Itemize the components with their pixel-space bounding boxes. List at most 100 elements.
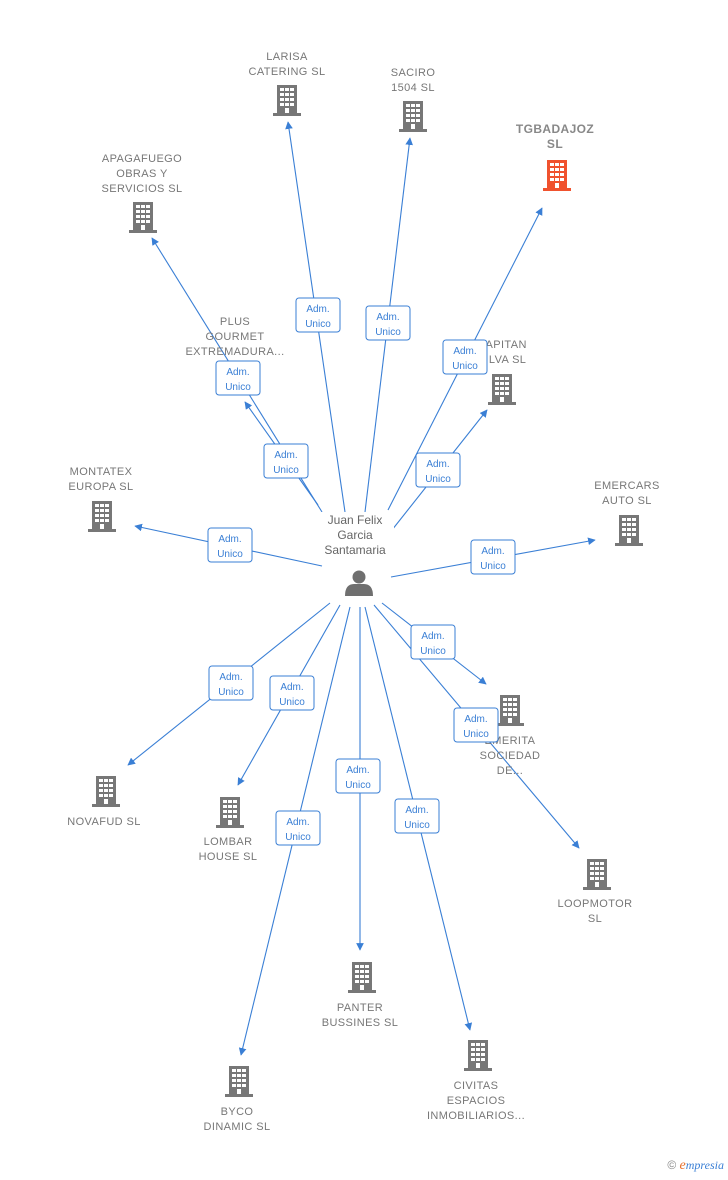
company-node-panter[interactable]: PANTER BUSSINES SL	[322, 962, 399, 1029]
building-icon[interactable]	[583, 859, 611, 890]
company-name-panter[interactable]: PANTER BUSSINES SL	[322, 1002, 399, 1029]
role-badge-loopmotor[interactable]: Adm.Unico	[453, 707, 499, 743]
brand-logo-first[interactable]: e	[679, 1158, 686, 1173]
role-badge-tgbadajoz[interactable]: Adm.Unico	[442, 339, 488, 375]
company-name-line: DINAMIC SL	[204, 1121, 271, 1133]
role-badge-text: Adm.	[464, 714, 487, 725]
person-label-bg	[318, 512, 394, 558]
building-icon[interactable]	[464, 1040, 492, 1071]
role-badge-civitas[interactable]: Adm.Unico	[394, 798, 440, 834]
role-badge-larisa[interactable]: Adm.Unico	[295, 297, 341, 333]
role-badge-box	[415, 452, 461, 488]
building-icon[interactable]	[615, 515, 643, 546]
building-icon[interactable]	[225, 1066, 253, 1097]
role-badge-box	[453, 707, 499, 743]
building-icon[interactable]	[92, 776, 120, 807]
company-name-line: CATERING SL	[249, 66, 326, 78]
company-name-line: NOVAFUD SL	[67, 816, 140, 828]
role-badge-byco[interactable]: Adm.Unico	[275, 810, 321, 846]
company-name-line: OBRAS Y	[116, 168, 168, 180]
person-name-line: Santamaria	[324, 543, 386, 557]
role-badge-box	[263, 443, 309, 479]
building-icon[interactable]	[129, 202, 157, 233]
company-name-line: PANTER	[337, 1002, 383, 1014]
role-badge-box	[365, 305, 411, 341]
role-badge-text: Unico	[273, 465, 299, 476]
company-node-larisa[interactable]: LARISA CATERING SL	[249, 51, 326, 116]
role-badge-text: Adm.	[286, 817, 309, 828]
role-badge-panter[interactable]: Adm.Unico	[335, 758, 381, 794]
building-icon[interactable]	[216, 797, 244, 828]
role-badge-saciro[interactable]: Adm. Unico	[365, 305, 411, 341]
company-name-line: ESPACIOS	[447, 1095, 506, 1107]
role-badge-box	[215, 360, 261, 396]
building-icon[interactable]	[543, 160, 571, 191]
company-name-line: LARISA	[266, 51, 308, 63]
role-badge-montatex[interactable]: Adm.Unico	[207, 527, 253, 563]
company-name-line: APAGAFUEGO	[102, 153, 182, 165]
role-badge-box	[335, 758, 381, 794]
role-badge-text: Adm.	[306, 304, 329, 315]
company-name-line: GOURMET	[205, 331, 264, 343]
role-badge-text: Adm.	[226, 367, 249, 378]
role-badge-novafud[interactable]: Adm.Unico	[208, 665, 254, 701]
building-icon[interactable]	[273, 85, 301, 116]
role-badge-text: Unico	[404, 820, 430, 831]
role-badge-lombar[interactable]: Adm.Unico	[269, 675, 315, 711]
company-name-line: AUTO SL	[602, 495, 652, 507]
person-icon[interactable]	[345, 570, 373, 597]
role-badge-text: Unico	[218, 687, 244, 698]
building-icon[interactable]	[488, 374, 516, 405]
footer-credit: © empresia	[667, 1158, 724, 1174]
building-icon[interactable]	[88, 501, 116, 532]
role-badge-emercars[interactable]: Adm.Unico	[470, 539, 516, 575]
company-node-novafud[interactable]: NOVAFUD SL	[67, 776, 140, 828]
role-badge-apagafuego[interactable]: Adm.Unico	[263, 443, 309, 479]
building-icon[interactable]	[399, 101, 427, 132]
company-name-line: 1504 SL	[391, 82, 435, 94]
role-badge-text: Unico	[279, 697, 305, 708]
company-name-line: BUSSINES SL	[322, 1017, 399, 1029]
building-icon[interactable]	[348, 962, 376, 993]
role-badge-plus[interactable]: Adm.Unico	[215, 360, 261, 396]
building-icon[interactable]	[496, 695, 524, 726]
role-badge-text: Unico	[480, 561, 506, 572]
role-badge-emerita[interactable]: Adm.Unico	[410, 624, 456, 660]
role-badge-text: Adm.	[421, 631, 444, 642]
role-badge-capitan[interactable]: Adm.Unico	[415, 452, 461, 488]
brand-logo-rest[interactable]: mpresia	[685, 1158, 724, 1172]
role-badge-text: Adm.	[376, 312, 399, 323]
company-name-line: CAPITAN	[477, 339, 527, 351]
role-badge-text: Adm.	[218, 534, 241, 545]
company-name-larisa[interactable]: LARISA CATERING SL	[249, 51, 326, 78]
company-name-novafud[interactable]: NOVAFUD SL	[67, 816, 140, 828]
role-badge-text: Unico	[375, 327, 401, 338]
